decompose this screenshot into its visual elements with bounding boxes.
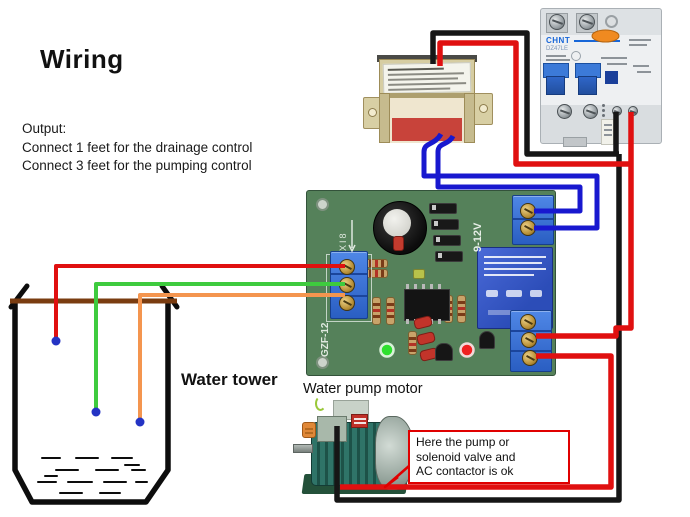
transformer-flange-hole [479,104,488,113]
breaker-test-button[interactable] [605,71,618,84]
red-capacitor [415,330,437,347]
resistor [457,295,466,323]
tank-water-dashes [37,457,148,494]
rectifier-diode [433,235,461,246]
relay-cert-logo [486,290,498,297]
ic-pins [406,284,446,289]
pcb-mounting-hole [316,198,329,211]
output-note: Output: Connect 1 feet for the drainage … [22,120,252,176]
callout-line: Here the pump or [416,435,510,449]
rectifier-diode [431,219,459,230]
terminal-screw-out-3[interactable] [522,350,538,366]
terminal-block-dc-supply [512,195,554,245]
transformer-core [377,55,477,62]
water-tank [8,283,180,505]
transformer-bracket [379,93,475,98]
motor-green-wire [315,396,326,411]
motor-terminal-box [317,416,347,442]
transformer-post [464,93,475,143]
pump-motor [293,396,423,502]
tank-rim-left [8,283,30,310]
filter-capacitor-top [383,209,411,237]
terminal-screw-probe-1[interactable] [339,259,355,275]
output-note-line: Connect 3 feet for the pumping control [22,158,252,173]
tank-rim-right [159,283,180,310]
resistor [386,297,395,325]
circuit-breaker: CHNT DZ47LE [540,8,662,147]
breaker-top-hole [605,15,618,28]
breaker-brand: CHNT [546,36,571,45]
output-note-heading: Output: [22,121,67,136]
callout-box: Here the pump or solenoid valve and AC c… [408,430,570,484]
water-tower-label: Water tower [181,370,278,389]
ceramic-capacitor [413,269,425,279]
water-pump-motor-label: Water pump motor [303,381,423,397]
relay-cert-logo [506,290,522,297]
breaker-bottom-screw[interactable] [583,104,598,119]
motor-nameplate [351,414,368,428]
probe-dot [91,407,101,417]
pcb-mounting-hole [316,356,329,369]
callout-line: solenoid valve and [416,449,516,464]
motor-shaft [293,444,313,453]
terminal-screw-dc-2[interactable] [520,220,536,236]
breaker-top-screw[interactable] [549,14,565,30]
tank-walls [12,300,171,505]
transformer-label-plate [382,62,472,94]
breaker-aux-screw[interactable] [628,106,638,116]
breaker-toggle-handle[interactable] [546,76,565,95]
probe-dot [51,336,61,346]
breaker-top-screw[interactable] [579,14,595,30]
breaker-model: DZ47LE [546,46,569,52]
breaker-aux-screw[interactable] [612,106,622,116]
probe-wire-red [54,264,345,338]
callout-line: AC contactor is ok [416,464,514,479]
red-diode [393,236,404,251]
transformer-flange-hole [368,108,377,117]
motor-end-bell [375,416,415,490]
breaker-toggle-handle[interactable] [578,76,597,95]
probe-dot [135,417,145,427]
output-note-line: Connect 1 feet for the drainage control [22,139,253,155]
breaker-din-clip [563,137,587,147]
transformer-winding-red-tape [392,118,462,141]
transistor [435,343,453,361]
page-title: Wiring [40,44,124,74]
terminal-screw-probe-3[interactable] [339,295,355,311]
terminal-screw-out-2[interactable] [521,332,537,348]
relay-cert-logo [530,290,542,297]
breaker-barcode-label [601,119,614,145]
transformer-post [379,93,390,143]
resistor [408,331,417,355]
terminal-screw-dc-1[interactable] [520,203,536,219]
terminal-screw-out-1[interactable] [520,314,536,330]
rectifier-diode [435,251,463,262]
terminal-screw-probe-2[interactable] [339,277,355,293]
transformer [363,55,493,147]
transistor [479,331,495,349]
rectifier-diode [429,203,457,214]
breaker-brand-underline [574,40,620,42]
resistor [372,297,381,325]
breaker-bottom-screw[interactable] [557,104,572,119]
motor-connector [302,422,316,438]
